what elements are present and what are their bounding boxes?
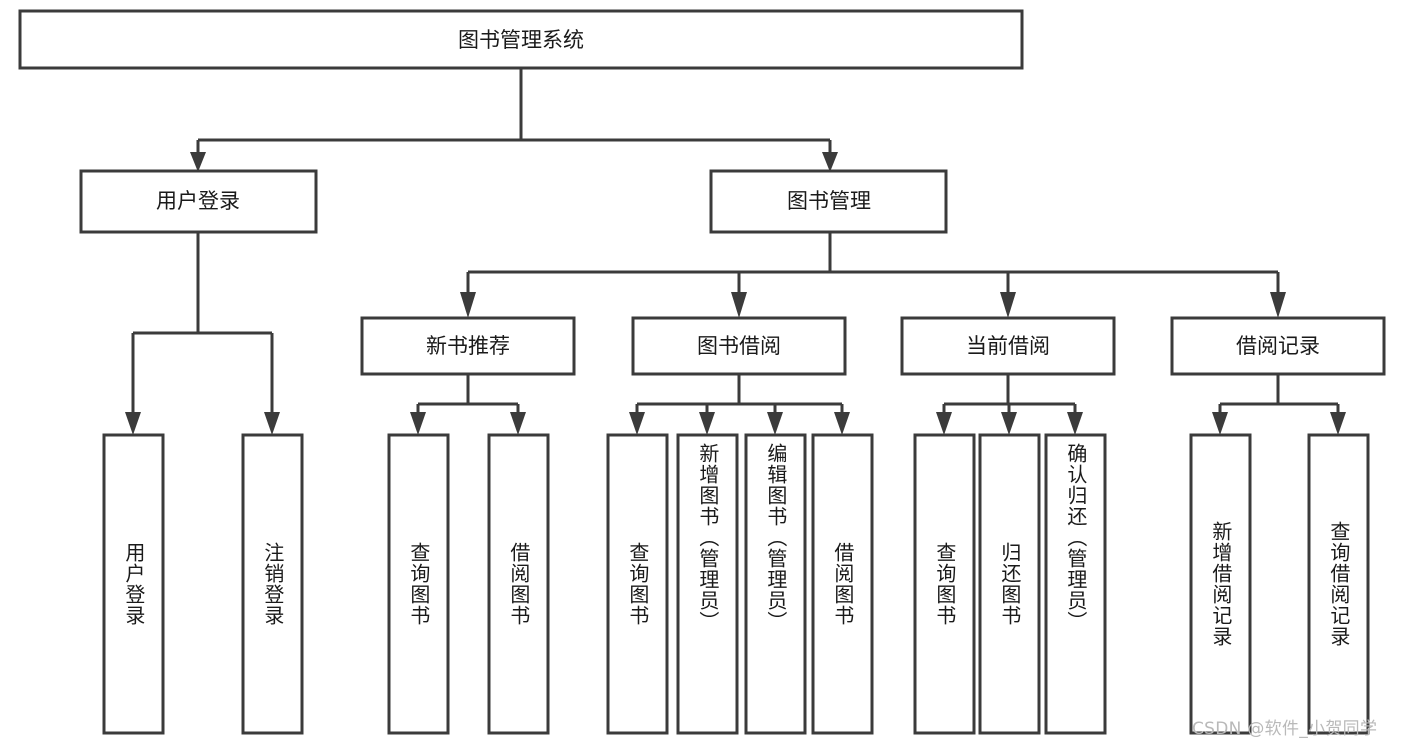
csdn-watermark: CSDN @软件_小贺同学: [1192, 719, 1378, 739]
arrowhead-leaf-query-book-1: [410, 412, 426, 435]
arrowhead-current-borrow: [1000, 292, 1016, 318]
leaf-borrow-book-1-box[interactable]: [487, 433, 550, 735]
leaf-add-borrow-record-box[interactable]: [1189, 433, 1252, 735]
arrowhead-leaf-query-book-2: [629, 412, 645, 435]
arrowhead-leaf-add-borrow-record: [1212, 412, 1228, 435]
leaf-borrow-book-2-box[interactable]: [811, 433, 874, 735]
node-user-login-label: 用户登录: [156, 189, 240, 213]
arrowhead-user-login: [190, 152, 206, 172]
leaf-query-book-1-box[interactable]: [387, 433, 450, 735]
node-book-borrow[interactable]: 图书借阅: [631, 316, 847, 376]
arrowhead-book-manage: [822, 152, 838, 172]
arrowhead-new-book-recommend: [460, 292, 476, 318]
arrowhead-leaf-borrow-book-1: [510, 412, 526, 435]
arrowhead-leaf-return-book: [1001, 412, 1017, 435]
node-new-book-recommend-label: 新书推荐: [426, 334, 510, 358]
arrowhead-leaf-borrow-book-2: [834, 412, 850, 435]
node-book-borrow-label: 图书借阅: [697, 334, 781, 358]
node-new-book-recommend[interactable]: 新书推荐: [360, 316, 576, 376]
node-root-label: 图书管理系统: [458, 28, 584, 52]
node-book-manage[interactable]: 图书管理: [709, 169, 948, 234]
leaf-box-group: [102, 433, 1370, 735]
arrowhead-leaf-query-book-3: [936, 412, 952, 435]
arrowhead-borrow-record: [1270, 292, 1286, 318]
node-book-manage-box[interactable]: [709, 169, 948, 234]
node-user-login-box[interactable]: [79, 169, 318, 234]
leaf-query-book-3-box[interactable]: [913, 433, 976, 735]
leaf-return-book-box[interactable]: [978, 433, 1041, 735]
arrowhead-leaf-confirm-return-admin: [1067, 412, 1083, 435]
leaf-edit-book-admin-box[interactable]: [744, 433, 807, 735]
node-root[interactable]: 图书管理系统: [18, 9, 1024, 70]
arrowhead-book-borrow: [731, 292, 747, 318]
connector-group: [125, 68, 1346, 435]
node-borrow-record-label: 借阅记录: [1236, 334, 1320, 358]
leaf-add-book-admin-box[interactable]: [676, 433, 739, 735]
leaf-query-book-2-box[interactable]: [606, 433, 669, 735]
node-book-borrow-box[interactable]: [631, 316, 847, 376]
node-new-book-recommend-box[interactable]: [360, 316, 576, 376]
node-current-borrow-label: 当前借阅: [966, 334, 1050, 358]
node-current-borrow-box[interactable]: [900, 316, 1116, 376]
arrowhead-leaf-edit-book-admin: [767, 412, 783, 435]
node-book-manage-label: 图书管理: [787, 189, 871, 213]
leaf-user-login-box[interactable]: [102, 433, 165, 735]
arrowhead-leaf-logout-login: [264, 412, 280, 435]
node-root-box[interactable]: [18, 9, 1024, 70]
arrowhead-leaf-user-login: [125, 412, 141, 435]
node-user-login[interactable]: 用户登录: [79, 169, 318, 234]
leaf-query-borrow-record-box[interactable]: [1307, 433, 1370, 735]
node-borrow-record-box[interactable]: [1170, 316, 1386, 376]
node-current-borrow[interactable]: 当前借阅: [900, 316, 1116, 376]
arrowhead-leaf-add-book-admin: [699, 412, 715, 435]
arrowhead-leaf-query-borrow-record: [1330, 412, 1346, 435]
leaf-logout-login-box[interactable]: [241, 433, 304, 735]
leaf-confirm-return-admin-box[interactable]: [1044, 433, 1107, 735]
node-borrow-record[interactable]: 借阅记录: [1170, 316, 1386, 376]
